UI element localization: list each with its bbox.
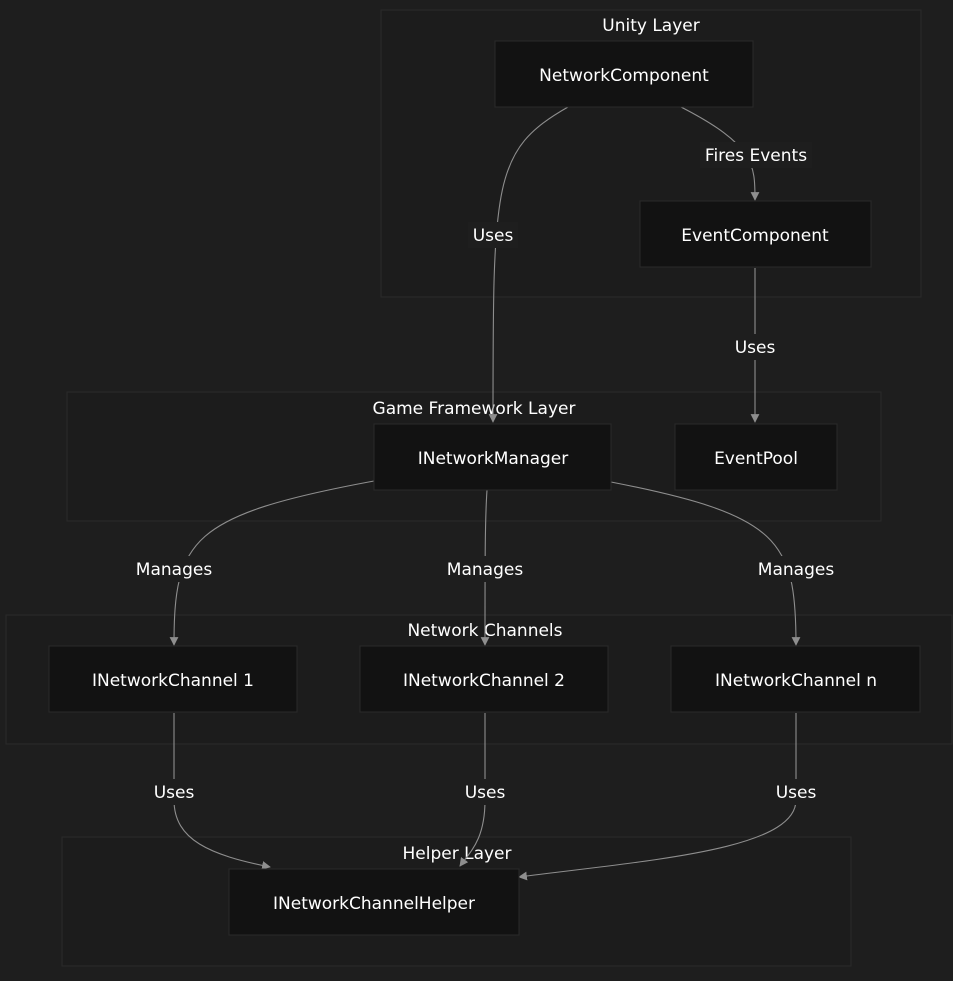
node-network-component-label: NetworkComponent xyxy=(539,66,709,86)
node-channel-helper[interactable]: INetworkChannelHelper xyxy=(228,868,520,936)
node-event-pool-box[interactable] xyxy=(674,423,838,491)
node-channel-n-label: INetworkChannel n xyxy=(715,671,877,691)
node-channel-2-label: INetworkChannel 2 xyxy=(403,671,565,691)
node-channel-1-box[interactable] xyxy=(48,645,298,713)
edge-label-manages-1-text: Manages xyxy=(136,560,213,580)
edge-label-uses-helper-2: Uses xyxy=(460,779,510,805)
node-event-pool[interactable]: EventPool xyxy=(674,423,838,491)
node-inetwork-manager[interactable]: INetworkManager xyxy=(373,423,612,491)
nodes: NetworkComponent EventComponent INetwork… xyxy=(48,40,921,936)
edge-label-manages-n-text: Manages xyxy=(758,560,835,580)
cluster-helper-layer-title: Helper Layer xyxy=(402,844,511,864)
edge-label-manages-2-bg xyxy=(439,556,531,582)
edge-label-fires-events-text: Fires Events xyxy=(705,146,807,166)
node-channel-2-box[interactable] xyxy=(359,645,609,713)
edge-label-uses-helper-n-text: Uses xyxy=(776,783,817,803)
node-network-component[interactable]: NetworkComponent xyxy=(494,40,754,108)
node-channel-n[interactable]: INetworkChannel n xyxy=(670,645,921,713)
edge-label-manages-2: Manages xyxy=(439,556,531,582)
edge-label-uses-helper-1-bg xyxy=(149,779,199,805)
edge-label-uses-manager-bg xyxy=(468,222,518,248)
node-channel-1[interactable]: INetworkChannel 1 xyxy=(48,645,298,713)
edge-label-manages-n: Manages xyxy=(750,556,842,582)
edge-label-uses-helper-2-text: Uses xyxy=(465,783,506,803)
node-channel-2[interactable]: INetworkChannel 2 xyxy=(359,645,609,713)
edge-manager-to-channel-1 xyxy=(169,480,375,646)
edge-label-uses-helper-2-bg xyxy=(460,779,510,805)
edge-label-uses-eventpool: Uses xyxy=(730,334,780,360)
edge-label-uses-helper-1: Uses xyxy=(149,779,199,805)
node-channel-1-label: INetworkChannel 1 xyxy=(92,671,254,691)
node-channel-n-box[interactable] xyxy=(670,645,921,713)
node-event-component[interactable]: EventComponent xyxy=(639,200,872,268)
edge-label-manages-2-text: Manages xyxy=(447,560,524,580)
edge-labels: Fires Events Uses Uses Manages Manages M… xyxy=(128,142,842,805)
edge-label-uses-manager-text: Uses xyxy=(473,226,514,246)
edge-label-uses-helper-n-bg xyxy=(771,779,821,805)
edge-label-uses-helper-n: Uses xyxy=(771,779,821,805)
node-network-component-box[interactable] xyxy=(494,40,754,108)
node-event-component-label: EventComponent xyxy=(681,226,829,246)
edge-label-uses-helper-1-text: Uses xyxy=(154,783,195,803)
cluster-game-framework-layer-title: Game Framework Layer xyxy=(373,399,576,419)
edge-label-uses-eventpool-text: Uses xyxy=(735,338,776,358)
node-event-pool-label: EventPool xyxy=(714,449,798,469)
edge-label-manages-1-bg xyxy=(128,556,220,582)
edge-label-uses-eventpool-bg xyxy=(730,334,780,360)
edge-network-component-to-inetwork-manager xyxy=(488,106,569,423)
node-channel-helper-box[interactable] xyxy=(228,868,520,936)
node-inetwork-manager-box[interactable] xyxy=(373,423,612,491)
edge-label-manages-1: Manages xyxy=(128,556,220,582)
node-inetwork-manager-label: INetworkManager xyxy=(418,449,569,469)
edge-channel-n-to-helper xyxy=(518,713,797,881)
edge-label-fires-events: Fires Events xyxy=(700,142,812,168)
edge-label-fires-events-bg xyxy=(700,142,812,168)
edge-manager-to-channel-2 xyxy=(480,489,490,646)
cluster-unity-layer-title: Unity Layer xyxy=(602,16,699,36)
node-event-component-box[interactable] xyxy=(639,200,872,268)
edge-label-uses-manager: Uses xyxy=(468,222,518,248)
edge-manager-to-channel-n xyxy=(610,481,801,646)
node-channel-helper-label: INetworkChannelHelper xyxy=(273,894,475,914)
edge-label-manages-n-bg xyxy=(750,556,842,582)
